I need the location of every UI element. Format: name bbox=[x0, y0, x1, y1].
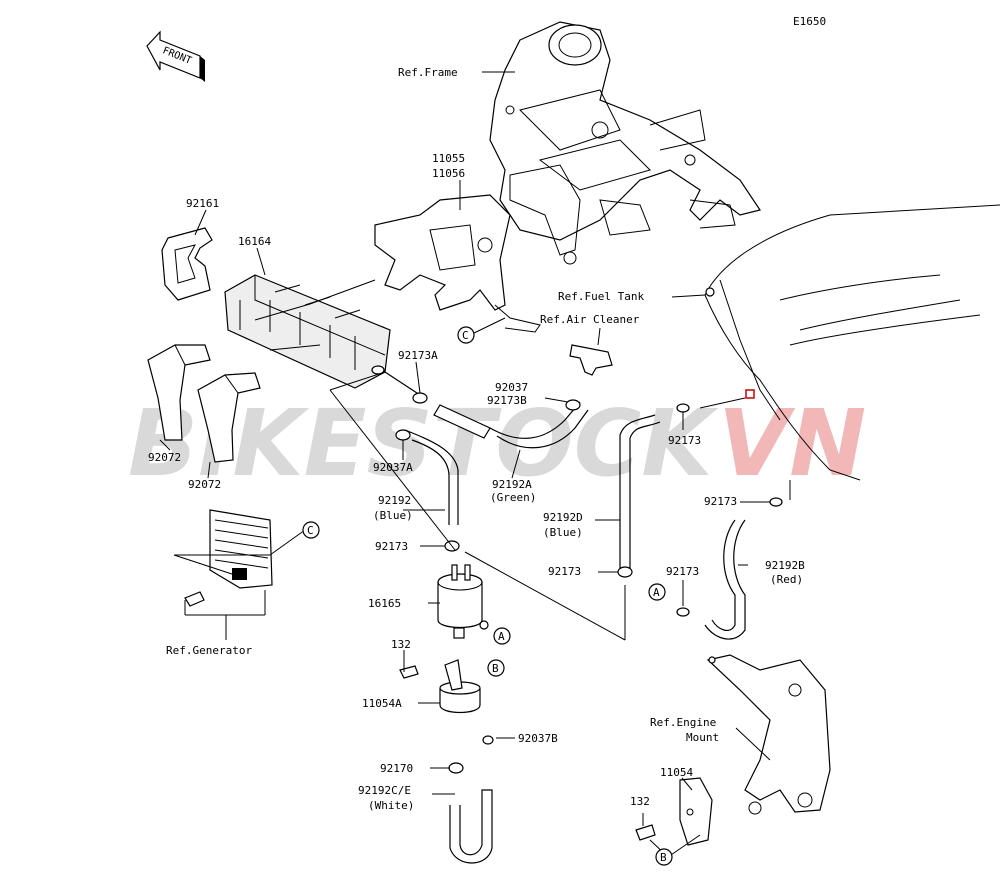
label-92192D: 92192D bbox=[543, 511, 583, 524]
label-ref-engine-mount-2: Mount bbox=[686, 731, 719, 744]
label-92072-b: 92072 bbox=[188, 478, 221, 491]
label-92192: 92192 bbox=[378, 494, 411, 507]
label-11056: 11056 bbox=[432, 167, 465, 180]
clamps bbox=[395, 392, 783, 774]
fuel-tank-part bbox=[704, 204, 1000, 481]
callout-a-1-label: A bbox=[498, 630, 505, 643]
engine-mount-part bbox=[635, 654, 831, 846]
label-92192CE-white: (White) bbox=[368, 799, 414, 812]
grommet-92161-part bbox=[161, 227, 213, 301]
label-92037A: 92037A bbox=[373, 461, 413, 474]
label-92192B: 92192B bbox=[765, 559, 805, 572]
label-92173-bottom-right: 92173 bbox=[704, 495, 737, 508]
label-16164: 16164 bbox=[238, 235, 271, 248]
label-92192B-red: (Red) bbox=[770, 573, 803, 586]
label-ref-engine-mount-1: Ref.Engine bbox=[650, 716, 716, 729]
filter-16165-part bbox=[437, 564, 489, 639]
regulator-part bbox=[184, 509, 273, 607]
part-labels: Ref.Frame 11055 11056 92161 16164 Ref.Fu… bbox=[148, 66, 805, 812]
front-arrow-icon: FRONT bbox=[146, 30, 205, 82]
label-132-a: 132 bbox=[391, 638, 411, 651]
label-11054A: 11054A bbox=[362, 697, 402, 710]
label-92192D-blue: (Blue) bbox=[543, 526, 583, 539]
label-11054: 11054 bbox=[660, 766, 693, 779]
callout-a-1 bbox=[493, 627, 511, 645]
air-cleaner-part bbox=[569, 344, 613, 376]
label-92037B: 92037B bbox=[518, 732, 558, 745]
label-132-b: 132 bbox=[630, 795, 650, 808]
watermark-part2: VN bbox=[718, 390, 866, 497]
label-92161: 92161 bbox=[186, 197, 219, 210]
canister-16164-part bbox=[224, 274, 391, 389]
strap-92072-b-part bbox=[197, 372, 261, 463]
frame-part bbox=[489, 21, 761, 265]
label-ref-generator: Ref.Generator bbox=[166, 644, 252, 657]
callout-a-2-label: A bbox=[653, 586, 660, 599]
callout-a-2 bbox=[648, 583, 666, 601]
label-92173-left: 92173 bbox=[375, 540, 408, 553]
bracket-11055-part bbox=[374, 194, 541, 333]
callouts: C C A A B B bbox=[302, 326, 673, 866]
callout-b-2-label: B bbox=[660, 851, 667, 864]
band-11054A-part bbox=[399, 659, 481, 714]
label-92173-a: 92173 bbox=[666, 565, 699, 578]
label-92170: 92170 bbox=[380, 762, 413, 775]
label-ref-air-cleaner: Ref.Air Cleaner bbox=[540, 313, 640, 326]
label-ref-fuel-tank: Ref.Fuel Tank bbox=[558, 290, 644, 303]
callout-b-1 bbox=[487, 659, 505, 677]
label-16165: 16165 bbox=[368, 597, 401, 610]
label-92173B: 92173B bbox=[487, 394, 527, 407]
label-92192A: 92192A bbox=[492, 478, 532, 491]
label-92037: 92037 bbox=[495, 381, 528, 394]
callout-c-2 bbox=[302, 521, 320, 539]
label-92173A: 92173A bbox=[398, 349, 438, 362]
label-92192-blue: (Blue) bbox=[373, 509, 413, 522]
strap-92072-a-part bbox=[147, 344, 211, 441]
label-ref-frame: Ref.Frame bbox=[398, 66, 458, 79]
callout-b-2 bbox=[655, 848, 673, 866]
label-92173-mid: 92173 bbox=[548, 565, 581, 578]
leader-lines bbox=[159, 180, 791, 858]
label-92192CE: 92192C/E bbox=[358, 784, 411, 797]
label-92173-right: 92173 bbox=[668, 434, 701, 447]
label-92192A-green: (Green) bbox=[490, 491, 536, 504]
hose-lines bbox=[384, 371, 746, 864]
callout-c-2-label: C bbox=[307, 524, 314, 537]
diagram-code: E1650 bbox=[793, 15, 826, 28]
callout-c-1-label: C bbox=[462, 329, 469, 342]
callout-b-1-label: B bbox=[492, 662, 499, 675]
label-92072-a: 92072 bbox=[148, 451, 181, 464]
label-11055: 11055 bbox=[432, 152, 465, 165]
callout-c-1 bbox=[457, 326, 475, 344]
